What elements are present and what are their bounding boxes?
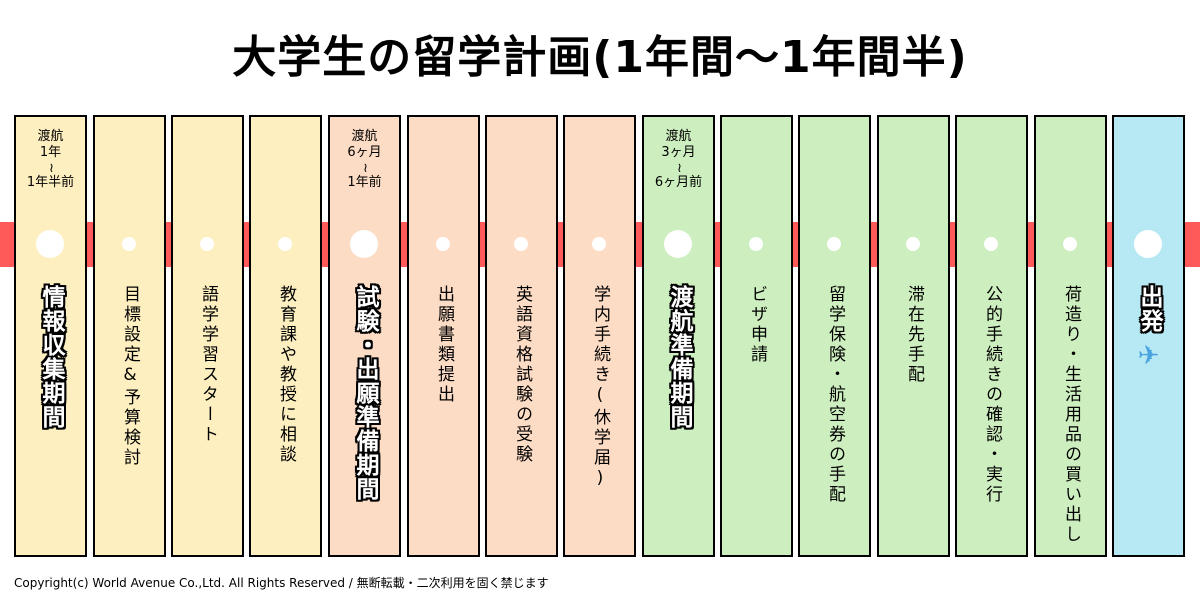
column-english-test: 英語資格試験の受験: [485, 115, 558, 557]
timeline-dot: [906, 237, 920, 251]
column-departure: 出発 ✈: [1112, 115, 1185, 557]
timeline-dot-major: [1134, 230, 1162, 258]
column-submit-documents: 出願書類提出: [407, 115, 480, 557]
phase-title: 渡航準備期間: [666, 285, 692, 429]
timeline-dot-major: [36, 230, 64, 258]
column-goal-budget: 目標設定&予算検討: [93, 115, 166, 557]
column-consult: 教育課や教授に相談: [249, 115, 322, 557]
column-visa: ビザ申請: [720, 115, 793, 557]
column-travel-preparation: 渡航 3ヶ月 ~ 6ヶ月前 渡航準備期間: [642, 115, 715, 557]
timeline-dot: [1063, 237, 1077, 251]
page-title: 大学生の留学計画(1年間〜1年間半): [232, 32, 968, 83]
phase-title: 試験・出願準備期間: [352, 285, 378, 501]
phase-timing-label: 渡航 3ヶ月 ~ 6ヶ月前: [654, 129, 703, 190]
timeline-dot: [984, 237, 998, 251]
column-insurance-ticket: 留学保険・航空券の手配: [798, 115, 871, 557]
column-public-procedures: 公的手続きの確認・実行: [955, 115, 1028, 557]
step-label: 教育課や教授に相談: [276, 285, 296, 465]
step-label: 語学学習スタート: [198, 285, 218, 445]
column-leave-of-absence: 学内手続き(休学届): [563, 115, 636, 557]
step-label: 英語資格試験の受験: [512, 285, 532, 465]
step-label: 留学保険・航空券の手配: [825, 285, 845, 505]
step-label: 荷造り・生活用品の買い出し: [1061, 285, 1081, 545]
timeline-dot: [514, 237, 528, 251]
step-label: 公的手続きの確認・実行: [982, 285, 1002, 505]
phase-title: 出発: [1136, 285, 1162, 333]
step-label: ビザ申請: [747, 285, 767, 365]
step-label: 滞在先手配: [904, 285, 924, 385]
airplane-icon: ✈: [1137, 341, 1160, 371]
phase-timing-label: 渡航 6ヶ月 ~ 1年前: [347, 129, 382, 190]
step-label: 学内手続き(休学届): [590, 285, 610, 491]
timeline-dot: [278, 237, 292, 251]
timeline-dot: [436, 237, 450, 251]
timeline-dot: [200, 237, 214, 251]
column-exam-application: 渡航 6ヶ月 ~ 1年前 試験・出願準備期間: [328, 115, 401, 557]
step-label: 出願書類提出: [434, 285, 454, 405]
step-label: 目標設定&予算検討: [120, 285, 140, 468]
column-info-gathering: 渡航 1年 ~ 1年半前 情報収集期間: [14, 115, 87, 557]
column-accommodation: 滞在先手配: [877, 115, 950, 557]
timeline-dot-major: [664, 230, 692, 258]
timeline-dot: [122, 237, 136, 251]
timeline-dot-major: [350, 230, 378, 258]
timeline-dot: [827, 237, 841, 251]
column-packing: 荷造り・生活用品の買い出し: [1034, 115, 1107, 557]
timeline-dot: [749, 237, 763, 251]
copyright-footer: Copyright(c) World Avenue Co.,Ltd. All R…: [14, 576, 549, 590]
column-language-study: 語学学習スタート: [171, 115, 244, 557]
timeline-dot: [592, 237, 606, 251]
phase-title: 情報収集期間: [38, 285, 64, 429]
phase-timing-label: 渡航 1年 ~ 1年半前: [26, 129, 75, 190]
